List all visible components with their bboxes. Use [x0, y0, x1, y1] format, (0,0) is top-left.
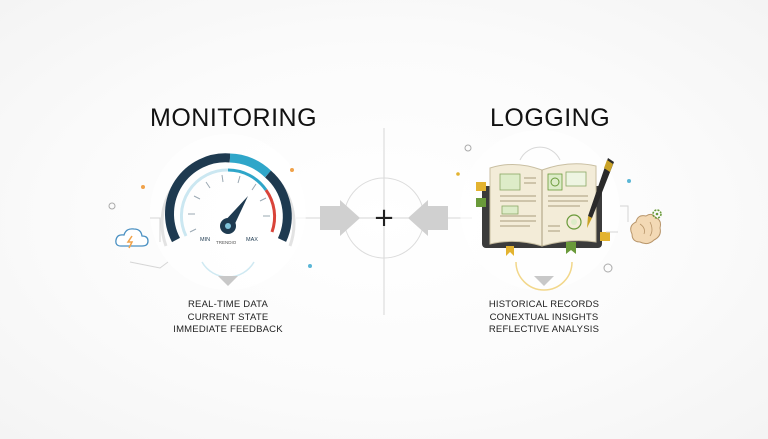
gauge-max-label: MAX — [246, 237, 258, 243]
brain-gear-icon — [606, 205, 662, 245]
accent-dot — [290, 168, 294, 172]
gauge-brand-label: TRENDIO — [216, 240, 237, 245]
speedometer-icon: MIN MAX TRENDIO — [150, 134, 306, 290]
monitoring-point: CURRENT STATE — [187, 311, 269, 323]
logging-point: REFLECTIVE ANALYSIS — [488, 324, 600, 335]
pen-icon — [587, 158, 614, 228]
logging-title: LOGGING — [490, 104, 611, 132]
accent-ring — [603, 263, 613, 273]
accent-dot — [141, 185, 145, 189]
monitoring-title: MONITORING — [150, 104, 318, 132]
gauge-min-label: MIN — [200, 237, 210, 243]
open-book-icon — [460, 130, 620, 291]
logging-point: HISTORICAL RECORDS — [488, 299, 600, 310]
monitoring-points: REAL-TIME DATA CURRENT STATE IMMEDIATE F… — [168, 299, 288, 337]
arrow-right-icon — [320, 200, 360, 236]
accent-dot — [456, 172, 460, 176]
plus-symbol: + — [373, 203, 395, 233]
cloud-lightning-icon — [115, 217, 169, 269]
accent-dot — [308, 264, 312, 268]
accent-ring — [464, 144, 472, 152]
monitoring-point: IMMEDIATE FEEDBACK — [173, 324, 283, 335]
arrow-left-icon — [408, 200, 448, 236]
logging-point: CONEXTUAL INSIGHTS — [489, 311, 599, 323]
monitoring-point: REAL-TIME DATA — [187, 299, 269, 310]
accent-ring — [108, 202, 116, 210]
logging-points: HISTORICAL RECORDS CONEXTUAL INSIGHTS RE… — [484, 299, 604, 337]
accent-dot — [627, 179, 631, 183]
